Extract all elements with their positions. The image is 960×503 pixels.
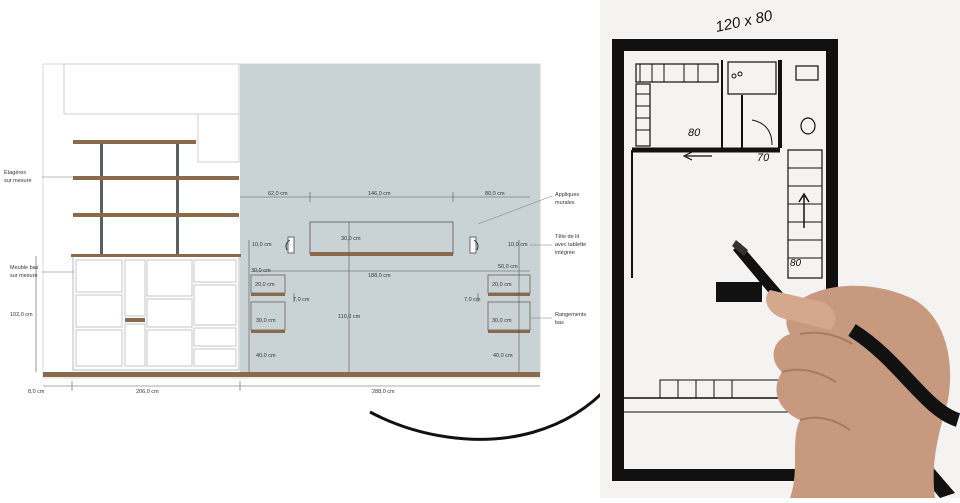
dim-20-right: 20,0 cm (492, 282, 512, 288)
wall-lamp-left (285, 236, 295, 254)
label-appliques-1: Appliques (555, 192, 579, 198)
dim-40-right: 40,0 cm (493, 353, 513, 359)
label-meuble-bas-2: sur mesure (10, 273, 38, 279)
shelf-3 (73, 213, 239, 217)
wall-lamp-right (469, 236, 479, 254)
label-tete-1: Tête de lit (555, 234, 580, 240)
dim-10-left: 10,0 cm (252, 242, 272, 248)
low-storage-right (487, 274, 531, 333)
dim-7-left: 7,0 cm (293, 297, 310, 303)
label-etageres-2: sur mesure (4, 178, 32, 184)
dim-288: 288,0 cm (372, 389, 395, 395)
label-meuble-bas-1: Meuble bas (10, 265, 39, 271)
dim-188: 188,0 cm (368, 273, 391, 279)
dim-110: 110,0 cm (338, 314, 361, 320)
hand-with-pen (732, 240, 960, 498)
shelf-2 (73, 176, 239, 180)
label-etageres-1: Étagères (4, 169, 26, 176)
dim-30-left-low: 30,0 cm (256, 318, 276, 324)
bed-headboard (716, 282, 762, 302)
annotation-80-b: 80 (790, 258, 802, 269)
dim-8: 8,0 cm (28, 389, 45, 395)
dim-62: 62,0 cm (268, 191, 288, 197)
dim-30-left: 30,0 cm (251, 268, 271, 274)
upper-cabinet-side (197, 113, 240, 163)
label-rangements-2: bas (555, 320, 564, 326)
shelf-1 (73, 140, 196, 144)
dim-40-left: 40,0 cm (256, 353, 276, 359)
low-cabinet (71, 254, 241, 371)
leader-lines (42, 176, 553, 319)
dimension-lines (35, 192, 540, 391)
upper-cabinet (63, 63, 240, 115)
dim-206: 206,0 cm (136, 389, 159, 395)
callouts: Étagères sur mesure Meuble bas sur mesur… (4, 169, 586, 326)
floor (43, 372, 540, 377)
dim-80: 80,0 cm (485, 191, 505, 197)
dim-30-center: 30,0 cm (341, 236, 361, 242)
dim-102: 102,0 cm (10, 312, 33, 318)
label-rangements-1: Rangements (555, 312, 586, 318)
shelf-post-right (176, 140, 179, 256)
shelf-post-left (100, 140, 103, 256)
floor-plan-sketch (612, 39, 838, 481)
elevation-drawing: Étagères sur mesure Meuble bas sur mesur… (4, 63, 586, 395)
label-tete-2: avec tablette (555, 242, 586, 248)
annotation-70: 70 (757, 152, 770, 164)
dim-30-right-low: 30,0 cm (492, 318, 512, 324)
low-storage-left (250, 274, 286, 333)
dim-7-right: 7,0 cm (464, 297, 481, 303)
dim-20-left: 20,0 cm (255, 282, 275, 288)
label-tete-3: intégrée (555, 250, 575, 256)
annotation-80-a: 80 (688, 127, 701, 139)
dim-10-right: 10,0 cm (508, 242, 528, 248)
dimension-values: 62,0 cm 146,0 cm 80,0 cm 10,0 cm 30,0 cm… (10, 191, 528, 395)
headboard-shelf (309, 221, 454, 256)
dim-146: 146,0 cm (368, 191, 391, 197)
label-appliques-2: murales (555, 200, 575, 206)
dim-50: 50,0 cm (498, 264, 518, 270)
